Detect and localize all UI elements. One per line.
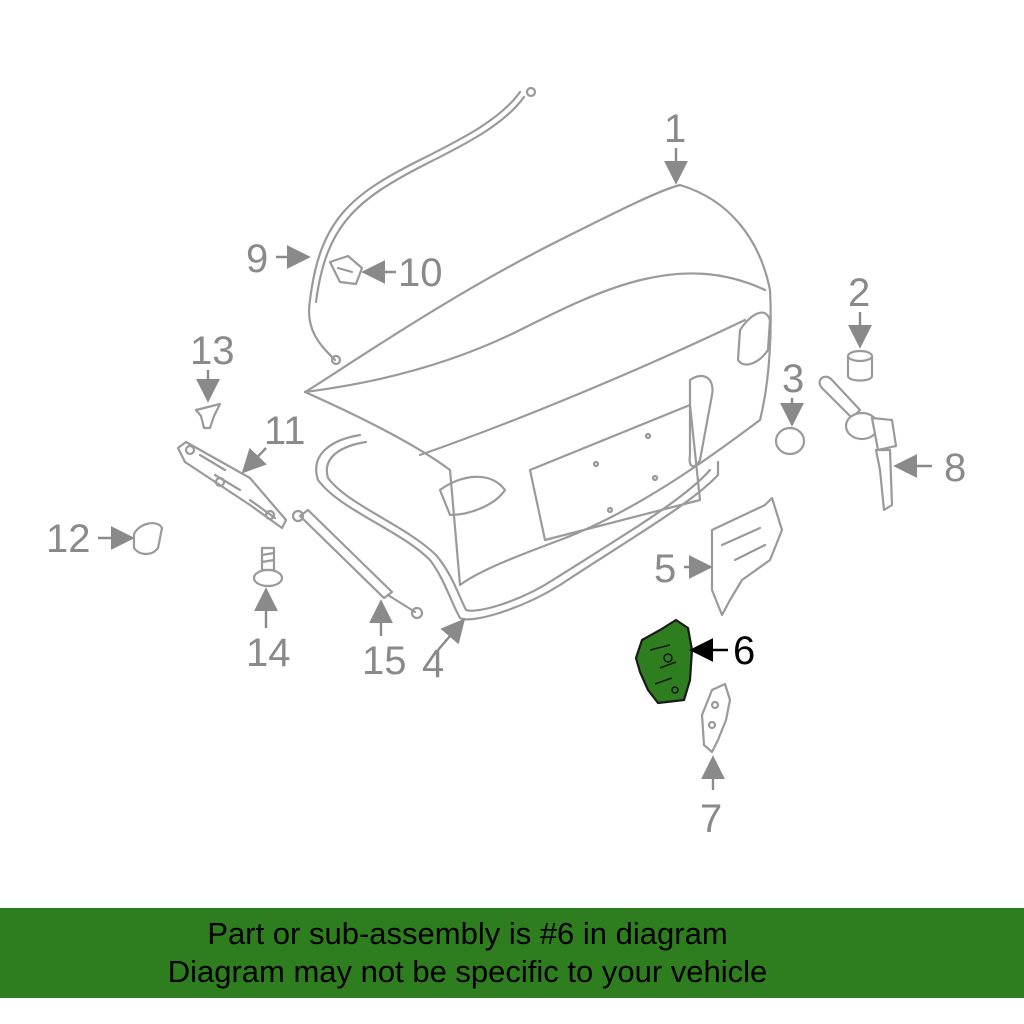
callout-label-13: 13 [190,329,235,373]
latch-cover-part [710,496,784,617]
release-cable-part [307,86,537,366]
banner-line-part-number: Part or sub-assembly is #6 in diagram [207,916,728,951]
callout-label-9: 9 [246,237,268,281]
trunk-latch-part-highlighted [634,618,694,705]
cap-part [846,349,874,382]
trunk-lid-part [303,183,772,587]
callout-label-2: 2 [848,271,870,315]
bolt-part [252,546,284,588]
callout-label-11: 11 [264,409,306,453]
callout-label-3: 3 [782,357,804,401]
leader-arrows [98,148,932,790]
cable-clip-part [328,254,364,286]
plug-part [774,426,806,456]
lock-cylinder-part [818,375,898,512]
callout-label-8: 8 [944,446,966,490]
callout-label-1: 1 [664,107,686,151]
disclaimer-banner: Part or sub-assembly is #6 in diagram Di… [0,908,1024,998]
callout-label-14: 14 [246,631,291,675]
bumper-stop-part [132,522,164,556]
striker-part [700,682,732,754]
callout-label-6-highlighted: 6 [733,629,755,673]
push-clip-part [194,402,222,430]
hinge-part [176,440,288,530]
weatherstrip-part [315,433,720,621]
callout-label-4: 4 [422,642,444,686]
banner-line-disclaimer: Diagram may not be specific to your vehi… [167,954,768,989]
callout-label-10: 10 [398,251,443,295]
gas-strut-part [291,508,424,620]
callout-label-12: 12 [46,517,91,561]
callout-label-7: 7 [700,797,722,841]
callout-label-15: 15 [362,639,407,683]
callout-label-5: 5 [654,547,676,591]
